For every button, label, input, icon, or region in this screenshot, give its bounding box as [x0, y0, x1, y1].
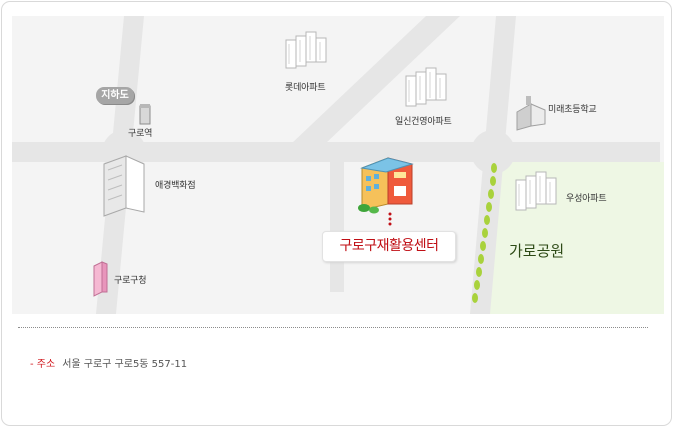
guro-station-label: 구로역 — [128, 129, 153, 139]
side-road — [330, 162, 344, 292]
ilsin-apartment-icon — [405, 67, 447, 107]
aekyung-dept-label: 애경백화점 — [155, 181, 196, 191]
school-icon — [516, 96, 546, 131]
underpass-badge: 지하도 — [96, 87, 134, 104]
ilsin-apartment-label: 일신건영아파트 — [395, 117, 452, 127]
usung-apartment-label: 우성아파트 — [566, 194, 607, 204]
park-label: 가로공원 — [509, 242, 565, 260]
location-map: 지하도 롯데아파트 일신건영아파트 미래초등학교 구로역 애경백화점 우성아파트… — [12, 16, 664, 314]
diagonal-road — [272, 16, 460, 162]
recycling-center-building-icon — [358, 157, 414, 214]
address-key: - 주소 — [30, 359, 56, 370]
usung-apartment-icon — [515, 171, 557, 211]
department-store-icon — [103, 155, 145, 217]
destination-marker — [388, 212, 392, 226]
address-value: 서울 구로구 구로5동 557-11 — [62, 359, 188, 370]
mirae-school-label: 미래초등학교 — [548, 105, 597, 115]
district-office-icon — [93, 261, 108, 297]
address-line: - 주소 서울 구로구 구로5동 557-11 — [30, 355, 187, 370]
lotte-apartment-label: 롯데아파트 — [285, 83, 326, 93]
guro-office-label: 구로구청 — [114, 276, 147, 286]
tree-line — [472, 163, 497, 303]
destination-callout: 구로구재활용센터 — [322, 231, 456, 262]
divider — [18, 327, 648, 328]
station-icon — [139, 104, 151, 125]
right-intersection — [471, 130, 515, 174]
lotte-apartment-icon — [285, 31, 327, 69]
map-canvas — [12, 16, 664, 314]
